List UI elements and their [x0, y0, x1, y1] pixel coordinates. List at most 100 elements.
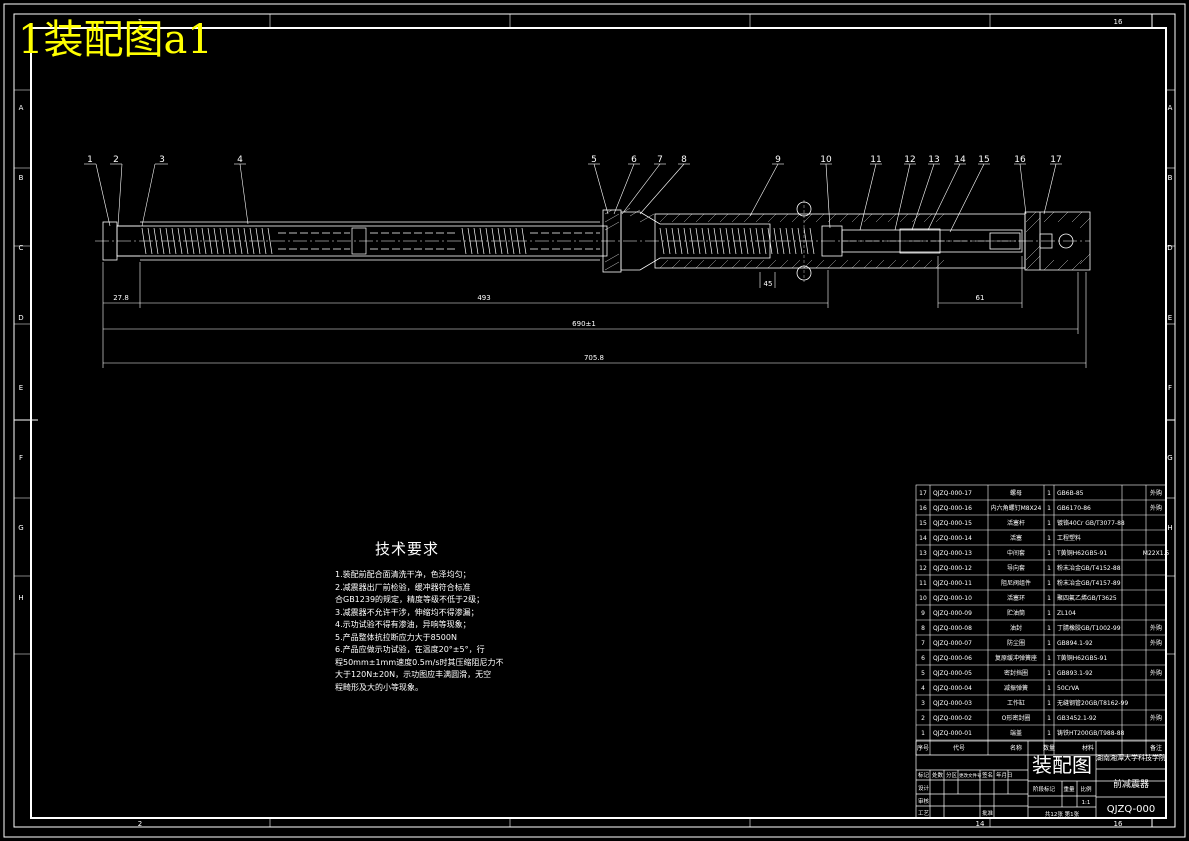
parts-row-material: GB893.1-92: [1057, 670, 1093, 677]
zone-col-top-16: 16: [1114, 18, 1123, 26]
tech-line: 程畸形及大的小等现象。: [335, 682, 423, 692]
scale-value: 1:1: [1082, 800, 1091, 806]
tech-line: 6.产品应做示功试验，在温度20°±5°，行: [335, 645, 485, 654]
dim-total2: 705.8: [584, 354, 604, 362]
col-change-doc: 更改文件号: [959, 772, 982, 779]
parts-row-material: 粉末冶金GB/T4157-89: [1057, 579, 1121, 587]
parts-row-code: QJZQ-000-01: [933, 730, 972, 737]
dimension-lines: [102, 256, 1087, 368]
parts-row-name: O形密封圈: [1002, 714, 1031, 722]
parts-row-code: QJZQ-000-16: [933, 505, 972, 512]
tech-line: 3.减震器不允许干涉，伸缩均不得渗漏；: [335, 607, 479, 617]
parts-row-code: QJZQ-000-14: [933, 535, 972, 542]
parts-row-no: 10: [919, 595, 927, 602]
parts-row-code: QJZQ-000-07: [933, 640, 972, 647]
part-label-6: 6: [631, 155, 637, 165]
dim-total1: 690±1: [572, 320, 596, 328]
parts-header-cell: 材料: [1082, 744, 1094, 752]
parts-row-name: 内六角螺钉M8X24: [991, 504, 1042, 512]
parts-row-qty: 1: [1047, 550, 1051, 557]
parts-row-no: 9: [921, 610, 925, 617]
parts-row-name: 中间套: [1007, 549, 1025, 557]
zone-row-e-right: E: [1168, 314, 1172, 322]
zone-col-bottom-16: 16: [1114, 820, 1123, 828]
tech-line: 5.产品整体抗拉断应力大于8500N: [335, 632, 457, 642]
zone-row-d-right: D: [1167, 244, 1172, 252]
parts-header-cell: 代号: [953, 744, 965, 752]
zone-row-b: B: [19, 174, 24, 182]
tech-requirements-title: 技术要求: [375, 540, 440, 558]
tech-line: 4.示功试验不得有渗油，异响等现象；: [335, 620, 471, 629]
parts-row-material: GB6B-85: [1057, 490, 1084, 497]
spring-coils-right: [659, 227, 815, 255]
parts-row-material: 无缝钢管20GB/T8162-99: [1057, 699, 1128, 707]
parts-row-name: 密封挡圈: [1004, 669, 1028, 677]
title-block: [915, 740, 1167, 819]
approve-label: 批准: [982, 809, 994, 817]
parts-row-material: GB894.1-92: [1057, 640, 1093, 647]
parts-row-name: 阻尼阀组件: [1001, 579, 1031, 587]
parts-row-material: ZL104: [1057, 610, 1076, 617]
parts-row-note: 外购: [1150, 624, 1162, 632]
parts-row-code: QJZQ-000-06: [933, 655, 972, 662]
parts-row-no: 13: [919, 550, 927, 557]
parts-row-qty: 1: [1047, 700, 1051, 707]
parts-row-no: 6: [921, 655, 925, 662]
parts-row-no: 16: [919, 505, 927, 512]
spring-coils-left: [141, 227, 273, 255]
leader-lines: [84, 163, 1062, 233]
part-label-14: 14: [954, 155, 966, 165]
product-name: 前减震器: [1113, 778, 1149, 790]
parts-row-name: 复原缓冲弹簧座: [995, 654, 1037, 662]
zone-row-b-right: B: [1168, 174, 1173, 182]
parts-row-qty: 1: [1047, 580, 1051, 587]
parts-header-cell: 数量: [1043, 744, 1055, 752]
sheet-info: 共12张 第1张: [1045, 810, 1080, 818]
parts-row-code: QJZQ-000-02: [933, 715, 972, 722]
tech-line: 合GB1239的规定，精度等级不低于2级；: [335, 595, 485, 604]
title-block-text: 装配图 湖南湘潭大学科技学院 前减震器 QJZQ-000 阶段标记 重量 比例 …: [918, 753, 1166, 818]
zone-row-a: A: [19, 104, 24, 112]
zone-row-d: D: [18, 314, 23, 322]
parts-row-note: 外购: [1150, 639, 1162, 647]
parts-row-qty: 1: [1047, 595, 1051, 602]
parts-row-material: GB3452.1-92: [1057, 715, 1097, 722]
school-name: 湖南湘潭大学科技学院: [1096, 753, 1166, 762]
col-mark: 标记: [918, 771, 930, 779]
parts-row-qty: 1: [1047, 625, 1051, 632]
parts-row-qty: 1: [1047, 520, 1051, 527]
shock-absorber-assembly: [95, 200, 1091, 282]
scale-label: 比例: [1080, 785, 1092, 793]
parts-row-name: 导向套: [1007, 564, 1025, 572]
part-label-12: 12: [904, 155, 915, 165]
parts-row-code: QJZQ-000-17: [933, 490, 972, 497]
parts-row-no: 11: [919, 580, 927, 587]
tech-line: 程50mm±1mm速度0.5m/s时其压缩阻尼力不: [335, 657, 504, 667]
frame-zone-labels: A B C D E F G H A B D E F G H 1 16 2 14 …: [18, 18, 1172, 828]
parts-row-no: 7: [921, 640, 925, 647]
part-label-15: 15: [978, 155, 989, 165]
designer-label: 设计: [918, 784, 930, 792]
parts-row-code: QJZQ-000-11: [933, 580, 972, 587]
parts-row-note: 外购: [1150, 714, 1162, 722]
parts-row-no: 14: [919, 535, 927, 542]
parts-header-cell: 序号: [917, 744, 929, 752]
zone-col-bottom-14: 14: [976, 820, 985, 828]
parts-row-qty: 1: [1047, 610, 1051, 617]
parts-row-material: 工程塑料: [1057, 534, 1081, 542]
dim-small: 45: [764, 280, 773, 288]
part-label-9: 9: [775, 155, 781, 165]
part-label-16: 16: [1014, 155, 1026, 165]
parts-row-name: 端盖: [1010, 729, 1022, 737]
part-label-3: 3: [159, 155, 165, 165]
parts-row-qty: 1: [1047, 565, 1051, 572]
parts-row-name: 油封: [1010, 624, 1022, 632]
part-label-1: 1: [87, 155, 93, 165]
weight-label: 重量: [1063, 785, 1075, 793]
parts-row-qty: 1: [1047, 505, 1051, 512]
parts-row-code: QJZQ-000-12: [933, 565, 972, 572]
parts-row-name: 活塞杆: [1007, 519, 1025, 527]
parts-row-qty: 1: [1047, 655, 1051, 662]
